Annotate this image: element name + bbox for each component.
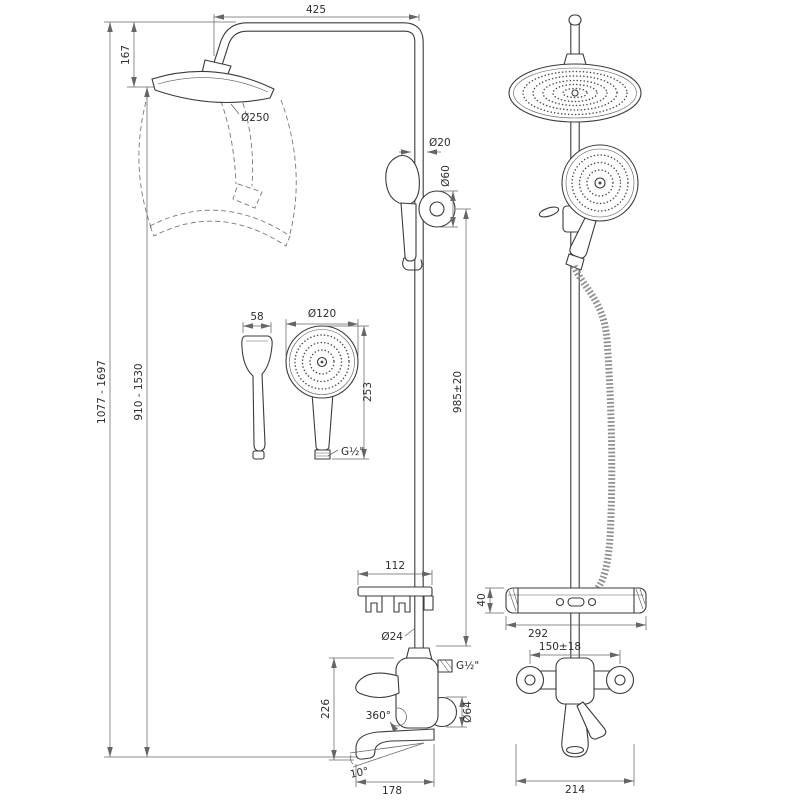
mixer-body-front xyxy=(555,657,595,705)
holder-bracket xyxy=(418,190,456,228)
dim-riser-height: 985±20 xyxy=(436,208,471,647)
front-riser-pipe xyxy=(568,14,582,660)
hand-shower-side xyxy=(385,154,420,205)
hand-shower-thread-connector xyxy=(314,449,331,460)
dim-total-height-label: 1077 - 1697 xyxy=(96,360,108,424)
mixer-front: 150±18 214 xyxy=(515,641,635,796)
hand-shower-front xyxy=(538,144,639,271)
dim-spout-reach-label: 178 xyxy=(382,785,402,797)
wall-flange-left xyxy=(515,665,545,695)
dim-shelf-depth-label: 112 xyxy=(385,560,405,572)
hand-shower-detail-face: Ø120 253 G½" xyxy=(285,308,374,460)
rain-shower-head-side: Ø250 xyxy=(151,59,275,124)
tub-spout-side xyxy=(355,728,435,760)
slider-lock-lever xyxy=(538,206,560,218)
hand-thread-label: G½" xyxy=(341,446,364,458)
shower-shelf-side: 112 Ø24 xyxy=(357,560,434,643)
swivel-angle-label: 360° xyxy=(366,710,391,722)
ghost-head-tilt xyxy=(138,79,297,247)
spout-angle-label: 10° xyxy=(349,765,370,781)
dim-reach: 425 xyxy=(213,4,420,56)
spout-outlet xyxy=(565,745,585,755)
shower-hose xyxy=(570,264,616,593)
dim-riser-diameter-label: Ø24 xyxy=(381,631,403,643)
dim-bracket-diameter: Ø60 xyxy=(440,165,458,228)
dim-hand-width-label: 58 xyxy=(250,311,263,323)
dim-shelf-width-label: 292 xyxy=(528,628,548,640)
dim-inlet-spacing-label: 150±18 xyxy=(539,641,581,653)
dim-bracket-diameter-label: Ø60 xyxy=(440,165,452,187)
rain-head-outline xyxy=(151,70,275,104)
dim-shelf-thickness-label: 40 xyxy=(476,593,488,606)
rain-shower-head-front xyxy=(508,53,642,123)
mixer-body xyxy=(395,657,439,729)
dim-reach-label: 425 xyxy=(306,4,326,16)
outlet-thread-label: G½" xyxy=(456,660,479,672)
shower-shelf-front: 40 292 xyxy=(476,587,647,640)
dim-riser-height-label: 985±20 xyxy=(452,371,464,413)
mixer-lever-handle xyxy=(355,672,400,699)
wall-flange-right xyxy=(605,665,635,695)
dim-head-height-label: 910 - 1530 xyxy=(133,363,145,420)
mixer-side: G½" Ø64 226 360° 10° 178 xyxy=(320,647,479,797)
dim-pipe-diameter-label: Ø20 xyxy=(429,137,451,149)
front-view: 40 292 150±18 214 xyxy=(476,14,647,796)
dim-total-height: 1077 - 1697 xyxy=(96,22,113,757)
dim-body-height-label: 226 xyxy=(320,699,332,719)
hose-nut xyxy=(565,253,585,271)
mixer-lever-handle-front xyxy=(576,701,607,740)
riser-top-cap xyxy=(568,14,582,26)
hand-shower-handle xyxy=(311,392,334,451)
left-side-view: Ø250 425 167 Ø20 xyxy=(96,4,479,797)
supply-fitting xyxy=(437,659,453,673)
dim-base-width-label: 214 xyxy=(565,784,585,796)
dim-escutcheon-diameter-label: Ø64 xyxy=(462,701,474,723)
dim-hand-length-label: 253 xyxy=(362,382,374,402)
shower-riser-pipe xyxy=(213,22,424,650)
dim-pipe-diameter: Ø20 xyxy=(399,137,451,155)
dim-head-drop-label: 167 xyxy=(120,45,132,65)
hand-shower-detail-side: 58 xyxy=(241,311,273,460)
dim-head-drop: 167 xyxy=(120,22,137,87)
dim-hand-face-diameter-label: Ø120 xyxy=(308,308,336,320)
dim-head-diameter: Ø250 xyxy=(241,112,269,124)
dim-head-height: 910 - 1530 xyxy=(133,87,150,757)
